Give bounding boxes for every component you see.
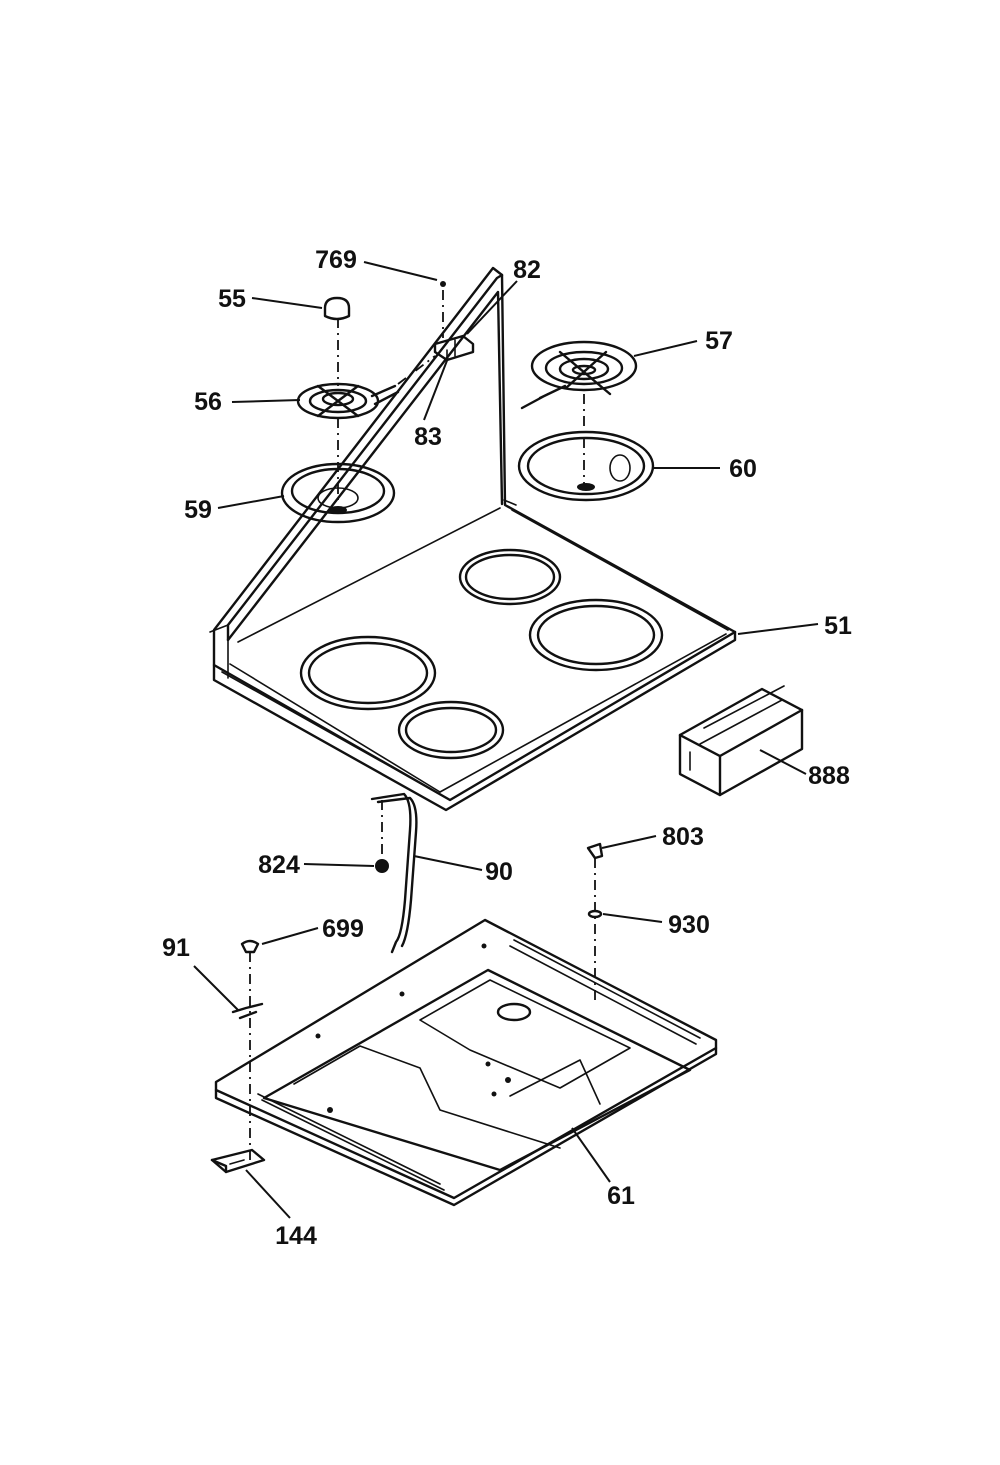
label-824: 824 — [258, 851, 300, 879]
label-699: 699 — [322, 915, 364, 943]
part-56-small-element — [296, 382, 400, 500]
label-59: 59 — [184, 496, 212, 524]
label-51: 51 — [824, 612, 852, 640]
label-55: 55 — [218, 285, 246, 313]
label-61: 61 — [607, 1182, 635, 1210]
part-61-bottom-pan — [214, 918, 718, 1207]
label-82: 82 — [513, 256, 541, 284]
part-57-large-element — [520, 340, 638, 486]
label-57: 57 — [705, 327, 733, 355]
label-930: 930 — [668, 911, 710, 939]
label-144: 144 — [275, 1222, 317, 1250]
label-769: 769 — [315, 246, 357, 274]
part-769-screw — [440, 281, 446, 338]
part-91-clip — [231, 1002, 264, 1020]
leader-lines — [193, 261, 819, 1219]
label-91: 91 — [162, 934, 190, 962]
label-90: 90 — [485, 858, 513, 886]
part-90-wire-harness — [370, 792, 418, 954]
part-824-screw — [375, 800, 389, 873]
label-56: 56 — [194, 388, 222, 416]
part-930-washer — [587, 909, 603, 919]
label-83: 83 — [414, 423, 442, 451]
part-labels: 769 82 55 57 56 83 60 59 51 888 803 824 … — [162, 246, 852, 1250]
part-55-cap — [323, 296, 351, 386]
part-51-cooktop — [209, 266, 737, 812]
part-144-bracket — [210, 1148, 266, 1174]
part-699-screw — [240, 939, 260, 1160]
label-803: 803 — [662, 823, 704, 851]
part-888-box — [678, 685, 804, 797]
part-60-large-drip-pan — [517, 430, 655, 502]
label-60: 60 — [729, 455, 757, 483]
label-888: 888 — [808, 762, 850, 790]
